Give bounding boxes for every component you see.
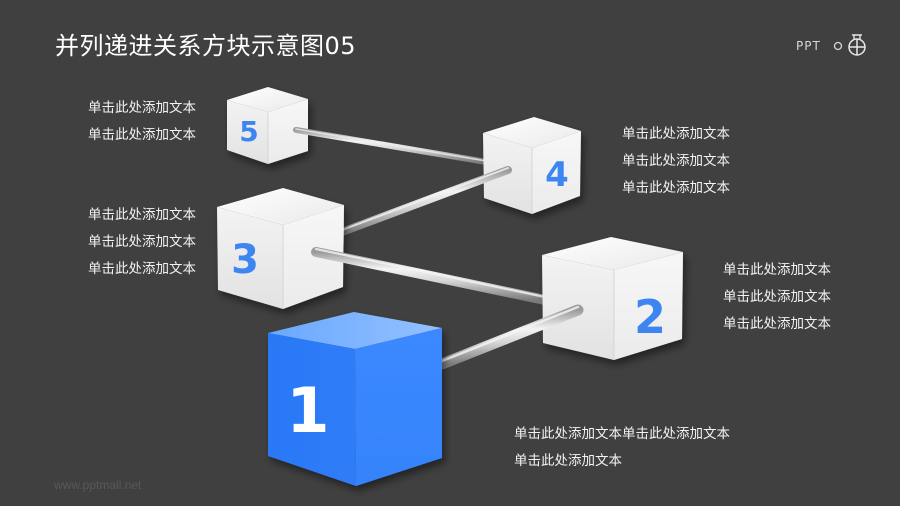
text-block-5: 单击此处添加文本 单击此处添加文本 — [88, 95, 196, 149]
text-block-2: 单击此处添加文本 单击此处添加文本 单击此处添加文本 — [723, 257, 831, 338]
text-block-1: 单击此处添加文本单击此处添加文本 单击此处添加文本 — [514, 421, 730, 475]
connector-rod-4-5 — [293, 127, 489, 165]
text-line[interactable]: 单击此处添加文本 — [723, 316, 831, 332]
text-line[interactable]: 单击此处添加文本 — [88, 234, 196, 250]
cube-1[interactable]: 1 — [268, 312, 442, 486]
cube-3[interactable]: 3 — [217, 188, 344, 309]
text-line[interactable]: 单击此处添加文本 — [622, 153, 730, 169]
cube-1-number: 1 — [286, 374, 329, 447]
text-line[interactable]: 单击此处添加文本单击此处添加文本 — [514, 426, 730, 442]
cube-5-number: 5 — [239, 115, 258, 148]
text-line[interactable]: 单击此处添加文本 — [88, 261, 196, 277]
text-line[interactable]: 单击此处添加文本 — [88, 207, 196, 223]
text-line[interactable]: 单击此处添加文本 — [622, 180, 730, 196]
text-line[interactable]: 单击此处添加文本 — [723, 262, 831, 278]
cube-5[interactable]: 5 — [227, 87, 308, 164]
connector-rod-2-3 — [311, 247, 550, 305]
watermark: www.pptmall.net — [54, 478, 142, 492]
text-line[interactable]: 单击此处添加文本 — [88, 100, 196, 116]
text-block-3: 单击此处添加文本 单击此处添加文本 单击此处添加文本 — [88, 202, 196, 283]
cube-4-number: 4 — [545, 155, 569, 195]
cube-3-number: 3 — [231, 237, 259, 283]
cube-2-number: 2 — [634, 290, 666, 344]
text-line[interactable]: 单击此处添加文本 — [514, 453, 622, 469]
pptmall-logo: PPT — [796, 34, 866, 56]
connector-rod-1-2 — [436, 304, 584, 370]
connector-rod-3-4 — [338, 166, 512, 236]
slide-title[interactable]: 并列递进关系方块示意图05 — [55, 32, 357, 60]
cube-4[interactable]: 4 — [483, 117, 581, 214]
text-line[interactable]: 单击此处添加文本 — [723, 289, 831, 305]
logo-text: PPT — [796, 39, 821, 53]
text-line[interactable]: 单击此处添加文本 — [88, 127, 196, 143]
text-block-4: 单击此处添加文本 单击此处添加文本 单击此处添加文本 — [622, 121, 730, 202]
text-line[interactable]: 单击此处添加文本 — [622, 126, 730, 142]
logo-dot-icon — [833, 41, 843, 51]
cube-2[interactable]: 2 — [542, 237, 683, 360]
